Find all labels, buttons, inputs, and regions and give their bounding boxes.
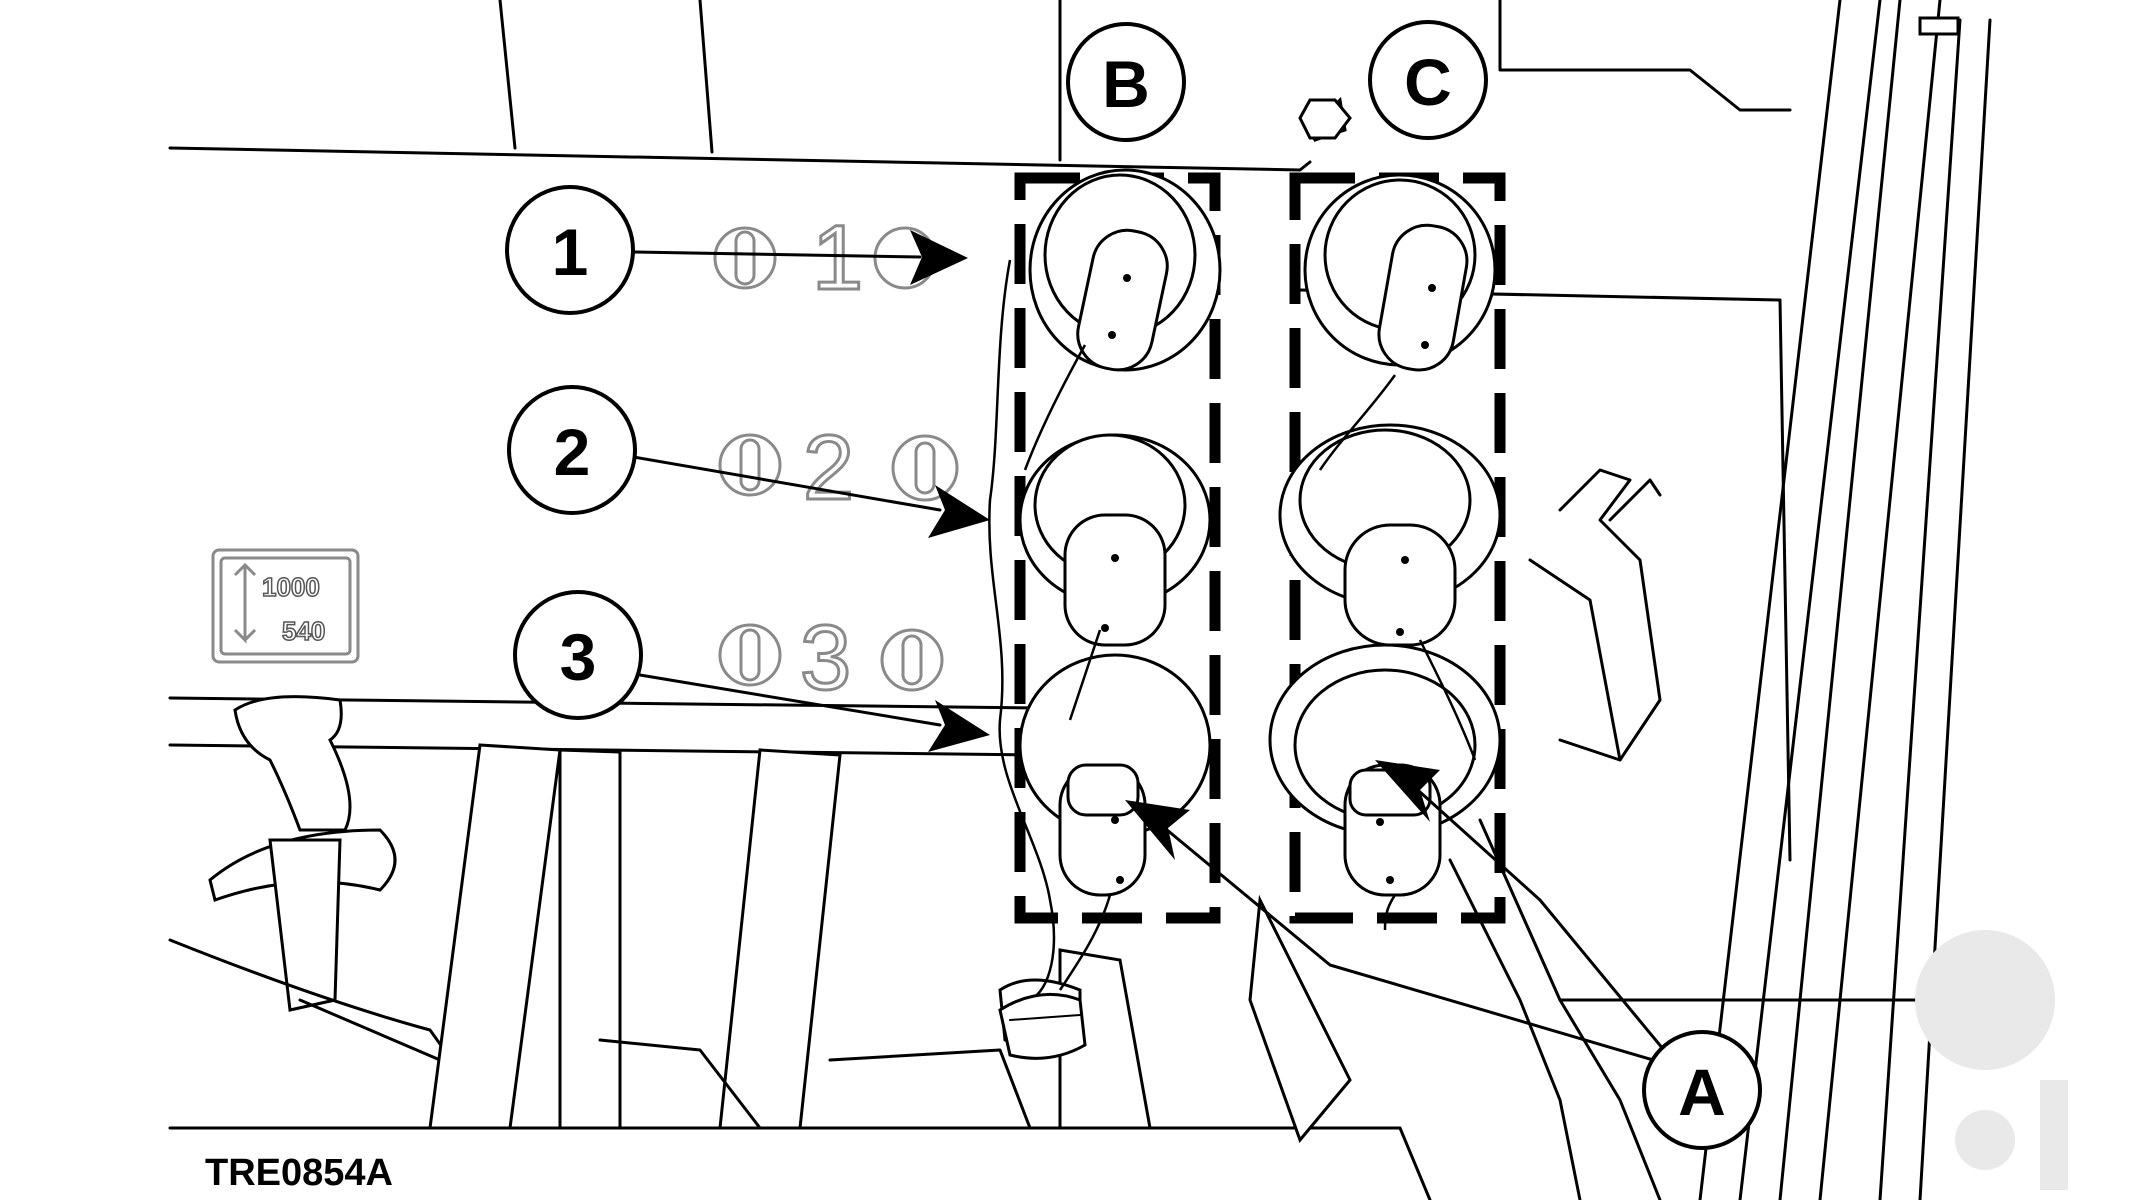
callout-2: 2 [507,385,637,515]
coupler-c2 [1278,423,1502,647]
callout-a: A [1642,1030,1762,1150]
svg-text:3: 3 [560,620,597,694]
speed-badge: 1000 540 [211,548,360,664]
panel-label-row-3: 3 [718,606,944,711]
hanging-dust-cap [998,992,1087,1060]
svg-text:B: B [1102,47,1150,121]
svg-text:A: A [1678,1055,1726,1129]
leader-lines [620,230,1670,1064]
panel-label-1: 1 [812,207,863,309]
gear-lever [168,695,502,1130]
svg-text:1: 1 [552,215,589,289]
coupler-c1 [1303,173,1497,372]
coupler-b2 [1018,433,1212,647]
figure-id: TRE0854A [205,1152,393,1194]
dust-cap-chains [988,259,1477,1002]
callout-c: C [1368,20,1488,140]
panel-label-row-1: 1 [713,206,937,311]
callout-b: B [1066,22,1186,142]
panel-label-2: 2 [803,417,854,519]
watermark-logo [1915,930,2068,1190]
panel-label-3: 3 [800,607,851,709]
callout-1: 1 [505,185,635,315]
badge-bottom-text: 540 [282,616,325,646]
badge-top-text: 1000 [262,572,320,602]
lower-linkage-plates [428,743,1432,1200]
svg-text:C: C [1404,45,1452,119]
svg-text:2: 2 [554,415,591,489]
control-levers [1448,0,1992,1200]
coupler-b1 [1028,168,1222,372]
coupler-c3 [1268,643,1502,897]
coupler-b3 [1018,653,1212,897]
callout-3: 3 [513,590,643,720]
panel-label-row-2: 2 [718,416,959,521]
